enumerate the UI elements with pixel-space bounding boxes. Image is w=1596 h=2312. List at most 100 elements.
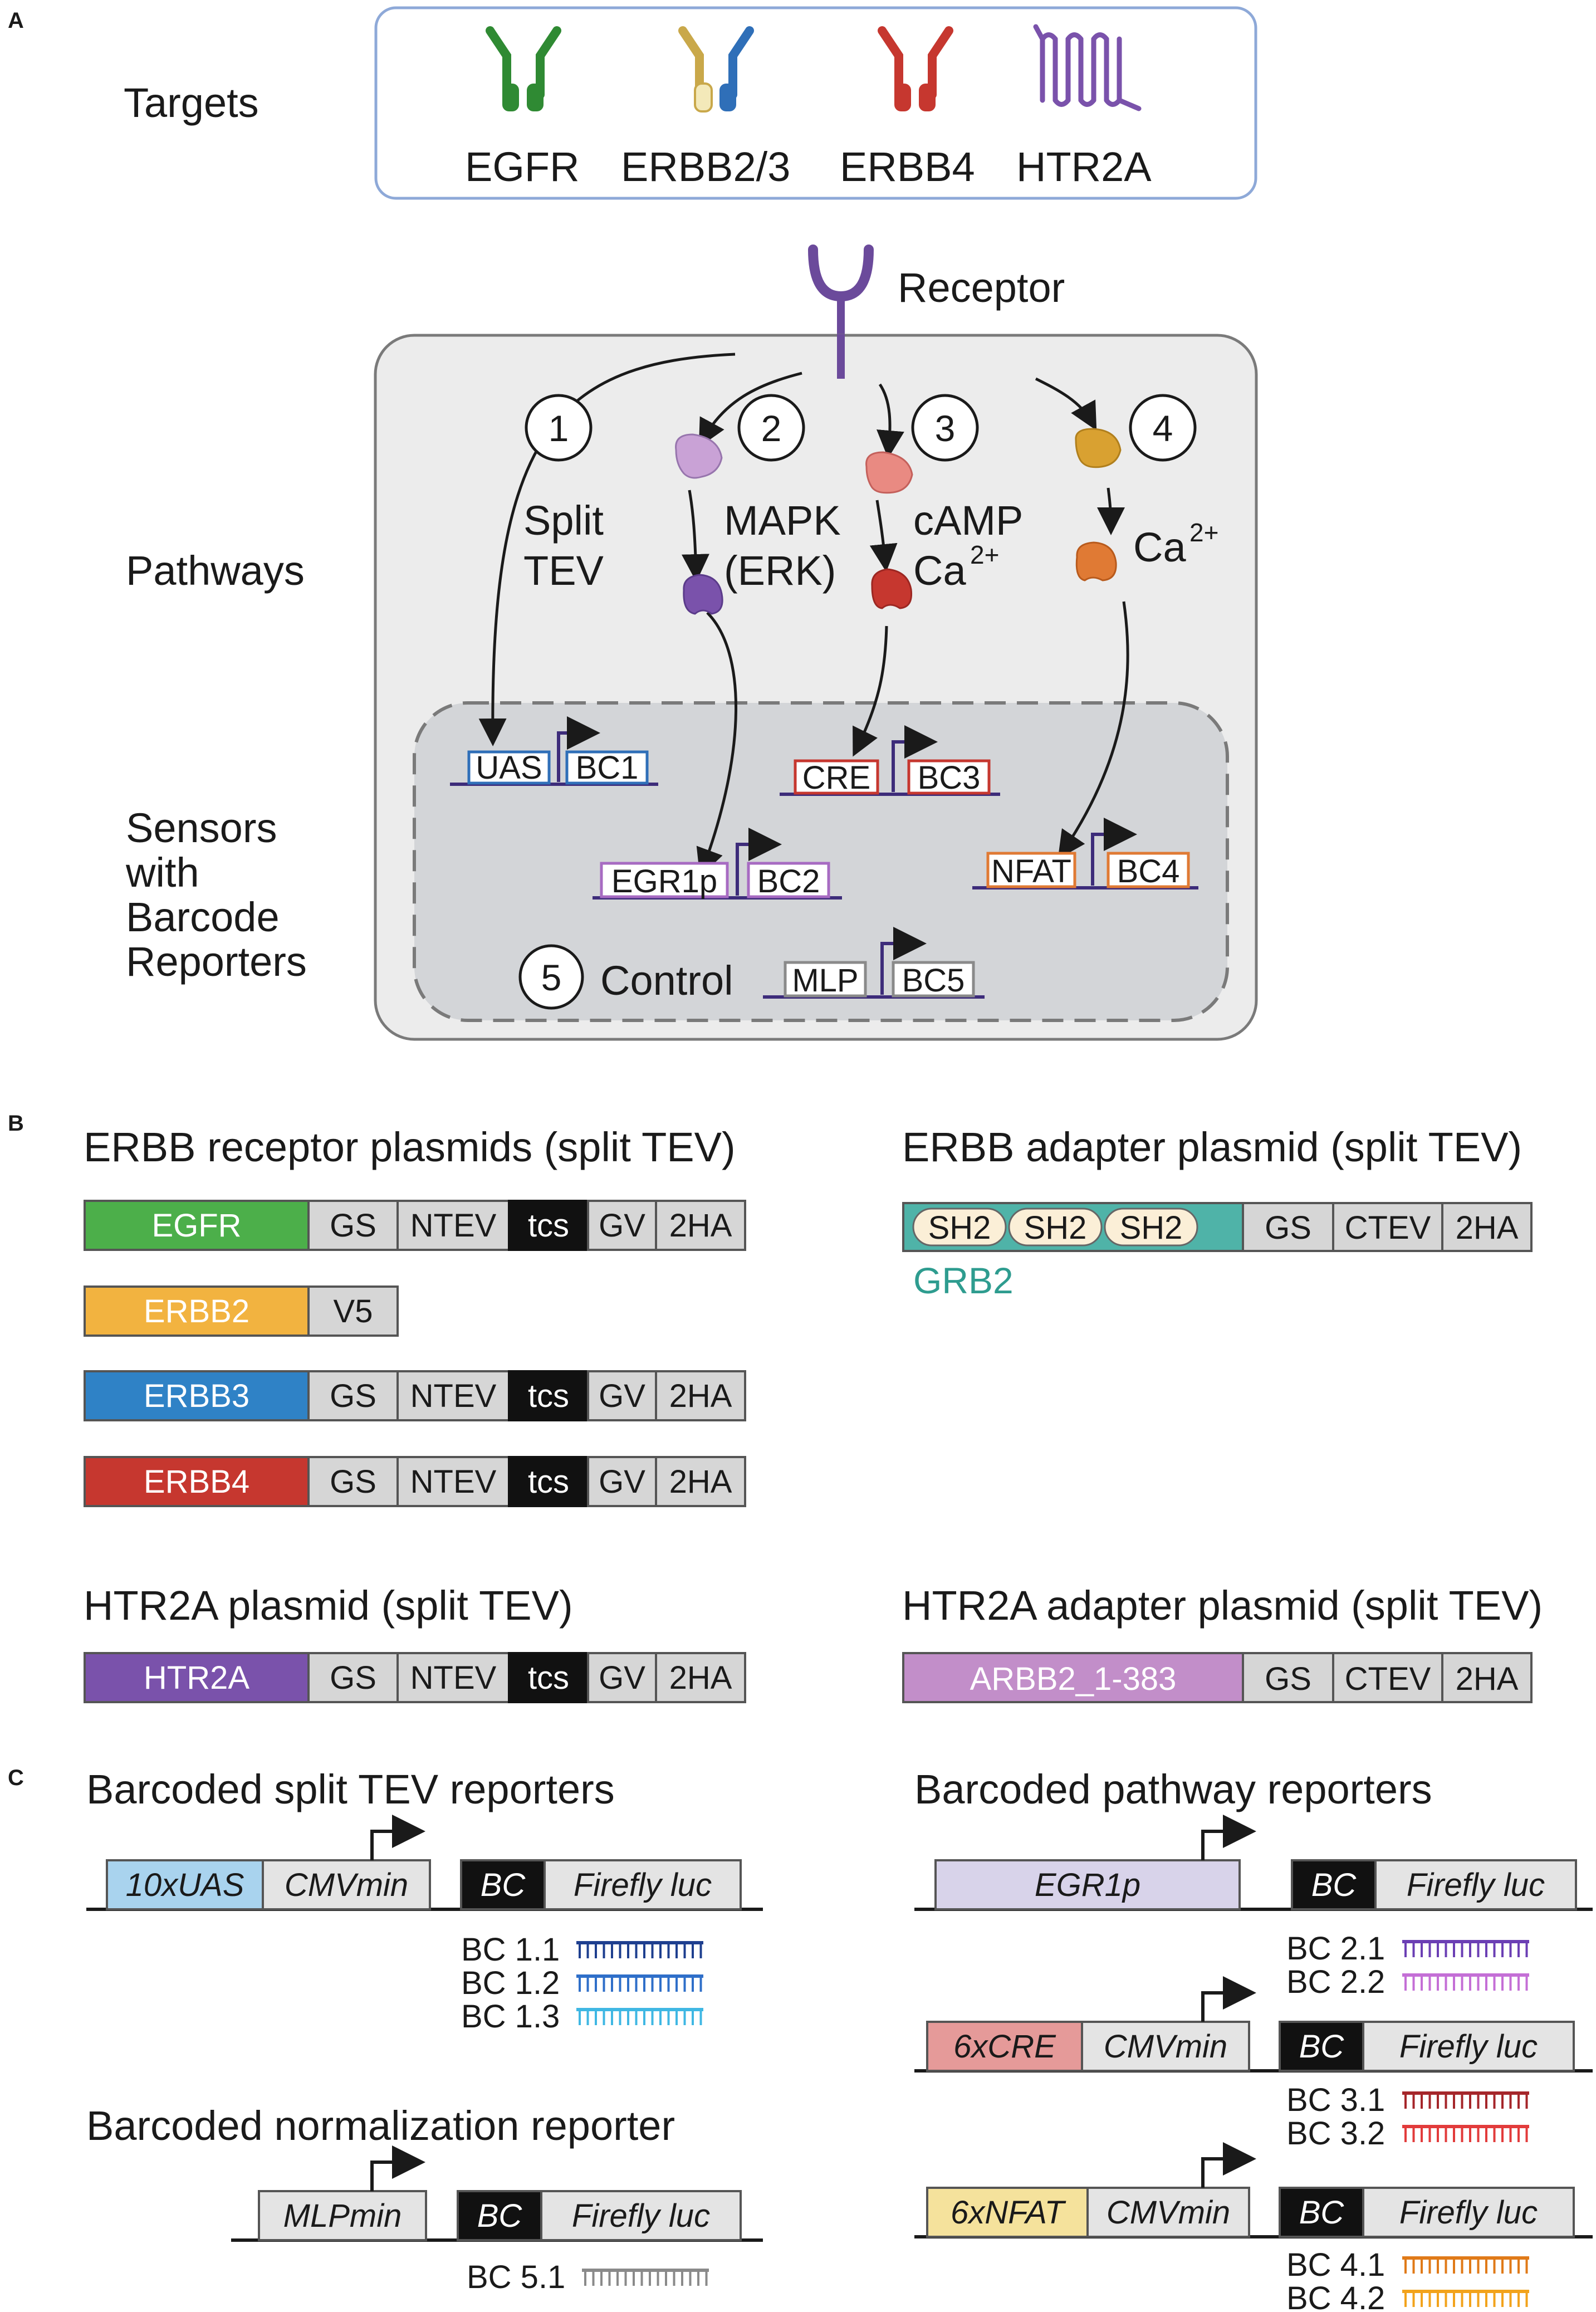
promoter-arrow-icon: [1201, 1815, 1256, 1860]
sensor-nfat-element: NFAT: [991, 853, 1071, 889]
svg-text:2HA: 2HA: [669, 1464, 732, 1500]
barcode-label: BC 4.2: [1286, 2280, 1385, 2312]
svg-text:EGFR: EGFR: [151, 1208, 241, 1244]
ntev-segment: NTEV: [396, 1370, 510, 1421]
svg-text:SH2: SH2: [928, 1210, 991, 1246]
receptor-label: Receptor: [898, 265, 1065, 311]
barcode-icon: [1402, 1940, 1529, 1957]
svg-text:4: 4: [1153, 408, 1173, 449]
sensor-nfat: NFAT BC4: [972, 818, 1198, 889]
targets-box: [374, 6, 1257, 200]
receptor-segment: HTR2A: [84, 1652, 310, 1703]
svg-text:GS: GS: [330, 1464, 376, 1500]
tcs-segment: tcs: [508, 1370, 589, 1421]
panel-letter-b: B: [8, 1111, 24, 1136]
ntev-segment: NTEV: [396, 1652, 510, 1703]
pathway2-label-line1: MAPK: [724, 497, 841, 544]
svg-text:ERBB2: ERBB2: [144, 1293, 249, 1329]
adapter-2ha-label: 2HA: [1456, 1210, 1519, 1246]
svg-text:2HA: 2HA: [669, 1660, 732, 1696]
sh2-domain-1: SH2: [912, 1208, 1007, 1247]
sensors-label-line4: Reporters: [126, 939, 307, 985]
pathway4-kinase-active-icon: [1075, 541, 1117, 581]
pathway1-label-line2: TEV: [523, 548, 604, 594]
sensor-mlp: MLP BC5: [763, 927, 985, 999]
cmvmin-segment: CMVmin: [1086, 2187, 1250, 2238]
barcode-icon: [576, 1974, 703, 1992]
cre-segment: 6xCRE: [926, 2021, 1083, 2072]
svg-text:Firefly luc: Firefly luc: [1407, 1867, 1545, 1903]
svg-text:GS: GS: [1265, 1661, 1311, 1697]
sh2-domain-2: SH2: [1008, 1208, 1103, 1247]
svg-text:2HA: 2HA: [669, 1378, 732, 1414]
svg-text:2HA: 2HA: [1456, 1661, 1519, 1697]
pathway4-label: Ca: [1133, 524, 1186, 570]
pathway3-label-line2: Ca: [913, 548, 966, 594]
svg-text:BC: BC: [1299, 2029, 1345, 2065]
svg-text:Firefly luc: Firefly luc: [1399, 2194, 1538, 2231]
svg-text:Firefly luc: Firefly luc: [574, 1867, 712, 1903]
target-label-erbb23: ERBB2/3: [621, 144, 790, 190]
svg-text:6xNFAT: 6xNFAT: [951, 2194, 1066, 2231]
gv-segment: GV: [587, 1652, 657, 1703]
htr2a-adapter-title: HTR2A adapter plasmid (split TEV): [902, 1582, 1543, 1629]
erbb-adapter-construct: SH2 SH2 SH2 GS CTEV 2HA: [902, 1202, 1533, 1252]
firefly-luc-segment: Firefly luc: [1374, 1859, 1577, 1910]
svg-text:NTEV: NTEV: [410, 1208, 497, 1244]
sensor-egr1p: EGR1p BC2: [593, 828, 842, 900]
sensors-label-line1: Sensors: [126, 805, 277, 851]
erbb4-receptor-icon: [878, 26, 953, 111]
barcode-label: BC 1.1: [461, 1932, 560, 1968]
barcode-icon: [1402, 1973, 1529, 1991]
htr2a-adapter-construct: ARBB2_1-383 GS CTEV 2HA: [902, 1652, 1533, 1703]
barcode-icon: [1402, 2256, 1529, 2274]
svg-text:GV: GV: [599, 1378, 645, 1414]
tcs-segment: tcs: [508, 1652, 589, 1703]
barcode-icon: [1402, 2125, 1529, 2142]
gs-linker-segment: GS: [307, 1200, 399, 1251]
gv-segment: GV: [587, 1456, 657, 1507]
pathways-label: Pathways: [126, 548, 305, 594]
svg-text:Firefly luc: Firefly luc: [572, 2198, 710, 2234]
bc-segment: BC: [1279, 2021, 1364, 2072]
grb2-label: GRB2: [913, 1260, 1014, 1301]
svg-text:BC: BC: [481, 1867, 526, 1903]
svg-text:GV: GV: [599, 1660, 645, 1696]
pathway-number-1: 1: [525, 394, 593, 462]
barcode-label: BC 3.2: [1286, 2115, 1385, 2152]
sensor-egr1p-barcode: BC2: [757, 863, 820, 900]
barcode-label: BC 1.3: [461, 1998, 560, 2035]
erbb-adapter-title: ERBB adapter plasmid (split TEV): [902, 1124, 1522, 1170]
sensor-mlp-element: MLP: [792, 962, 858, 999]
svg-text:CMVmin: CMVmin: [1107, 2194, 1230, 2231]
pathway-number-5: 5: [518, 944, 584, 1010]
split-tev-barcodes: BC 1.1BC 1.2BC 1.3: [461, 1932, 703, 2035]
erbb-receptor-title: ERBB receptor plasmids (split TEV): [84, 1124, 736, 1170]
svg-text:CTEV: CTEV: [1345, 1661, 1431, 1697]
firefly-luc-segment: Firefly luc: [544, 1859, 742, 1910]
pathway4-label-superscript: 2+: [1189, 518, 1218, 547]
svg-text:BC: BC: [1311, 1867, 1357, 1903]
firefly-luc-segment: Firefly luc: [540, 2190, 742, 2241]
sensor-cre-barcode: BC3: [918, 760, 981, 796]
receptor-segment: ERBB4: [84, 1456, 310, 1507]
sensors-label-line3: Barcode: [126, 894, 280, 940]
sensor-cre: CRE BC3: [780, 725, 1000, 796]
pathway2-kinase-light-icon: [675, 433, 723, 479]
barcode-label: BC 2.2: [1286, 1964, 1385, 2000]
2ha-tag-segment: 2HA: [655, 1200, 746, 1251]
erbb23-receptor-icon: [678, 26, 754, 113]
pathway3-kinase-active-icon: [871, 568, 913, 609]
svg-text:5: 5: [541, 957, 562, 998]
htr2a-plasmid-title: HTR2A plasmid (split TEV): [84, 1582, 573, 1629]
tcs-segment: tcs: [508, 1456, 589, 1507]
pathway-number-4: 4: [1129, 394, 1197, 462]
adapter-ctev-label: CTEV: [1345, 1210, 1431, 1246]
normalization-barcodes: BC 5.1: [467, 2259, 709, 2295]
